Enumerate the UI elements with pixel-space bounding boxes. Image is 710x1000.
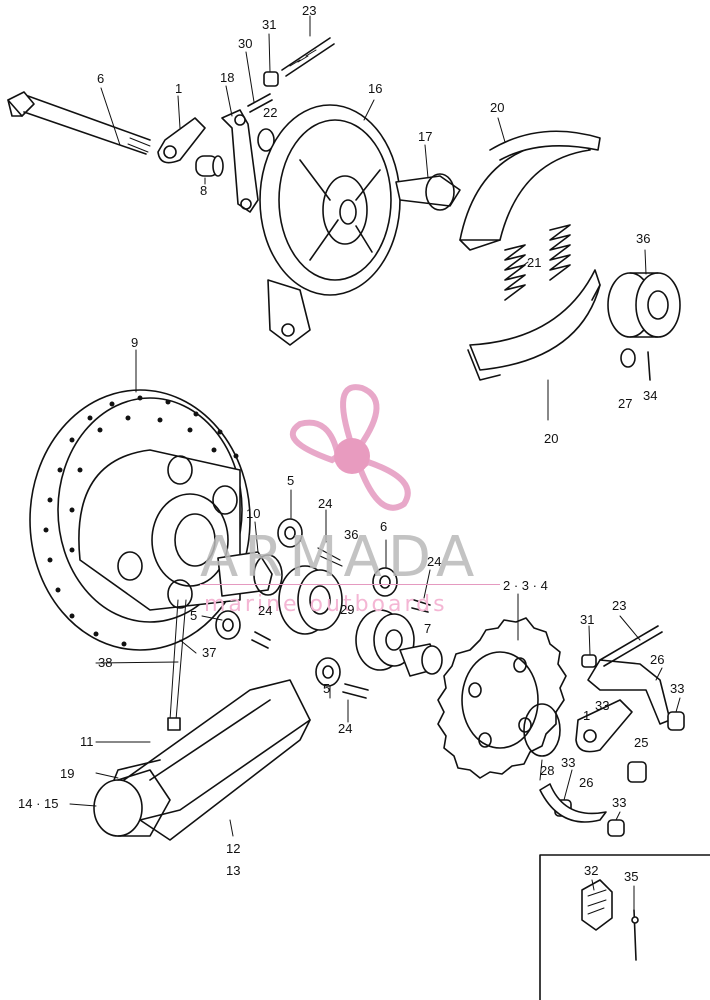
part-label: 6: [380, 519, 388, 534]
part-label: 16: [368, 81, 383, 96]
watermark-subtitle: marine outboards: [204, 592, 448, 617]
part-label: 23: [302, 3, 317, 18]
part-label: 10: [246, 506, 261, 521]
brake-panel: [259, 104, 401, 346]
part-label: 31: [580, 612, 595, 627]
part-label: 5: [287, 473, 295, 488]
washer: [257, 128, 275, 152]
part-label: 7: [424, 621, 432, 636]
chain-adjuster-left: [157, 117, 206, 164]
washer-27: [620, 348, 636, 368]
part-label: 6: [97, 71, 105, 86]
part-label: 34: [643, 388, 658, 403]
part-label: 25: [634, 735, 649, 750]
part-label: 22: [263, 105, 278, 120]
part-label: 29: [340, 602, 355, 617]
part-label: 19: [60, 766, 75, 781]
part-label: 28: [540, 763, 555, 778]
part-label: 21: [527, 255, 542, 270]
brake-shoe-upper: [459, 130, 601, 251]
part-label: 37: [202, 645, 217, 660]
part-label: 32: [584, 863, 599, 878]
inset-box: [539, 854, 710, 1000]
part-label: 12: [226, 841, 241, 856]
wheel-bearing: [607, 272, 681, 338]
brake-arm-bolt: [247, 37, 335, 113]
part-label: 33: [595, 698, 610, 713]
sprocket-collar: [399, 643, 443, 677]
final-driven-sprocket: [437, 617, 567, 779]
leader-lines: [69, 15, 681, 911]
part-label: 5: [190, 608, 198, 623]
axle-end-cap: [93, 769, 171, 837]
part-label: 33: [561, 755, 576, 770]
part-label: 24: [338, 721, 353, 736]
part-label: 1: [175, 81, 183, 96]
part-label: 35: [624, 869, 639, 884]
rear-axle: [7, 91, 151, 155]
part-label: 1: [583, 708, 591, 723]
part-label: 17: [418, 129, 433, 144]
cotter-pin-34: [647, 351, 651, 381]
part-label: 13: [226, 863, 241, 878]
part-label: 33: [612, 795, 627, 810]
brake-shoe-lower: [467, 269, 601, 381]
brake-shoe-springs: [504, 224, 571, 301]
chain-adjuster-right: [539, 625, 685, 837]
brake-rod: [167, 599, 187, 731]
part-label: 31: [262, 17, 277, 32]
part-label: 24: [427, 554, 442, 569]
watermark-divider: [200, 584, 500, 585]
wheel-hub-rim: [29, 389, 251, 651]
part-label: 2 · 3 · 4: [503, 578, 548, 593]
part-label: 26: [650, 652, 665, 667]
part-label: 14 · 15: [18, 796, 59, 811]
brake-arm: [221, 109, 259, 213]
part-label: 36: [636, 231, 651, 246]
part-label: 27: [618, 396, 633, 411]
part-label: 26: [579, 775, 594, 790]
part-label: 24: [318, 496, 333, 511]
part-label: 20: [490, 100, 505, 115]
part-label: 30: [238, 36, 253, 51]
part-label: 33: [670, 681, 685, 696]
brake-cam: [395, 173, 461, 211]
part-label: 36: [344, 527, 359, 542]
armada-propeller-logo: [289, 384, 411, 511]
part-label: 8: [200, 183, 208, 198]
part-label: 9: [131, 335, 139, 350]
part-label: 18: [220, 70, 235, 85]
part-label: 5: [323, 681, 331, 696]
part-label: 23: [612, 598, 627, 613]
part-label: 20: [544, 431, 559, 446]
axle-collar: [195, 155, 224, 177]
part-label: 11: [80, 734, 94, 749]
part-label: 38: [98, 655, 113, 670]
part-label: 24: [258, 603, 273, 618]
watermark-title: ARMADA: [200, 525, 481, 590]
circlip: [523, 703, 561, 757]
